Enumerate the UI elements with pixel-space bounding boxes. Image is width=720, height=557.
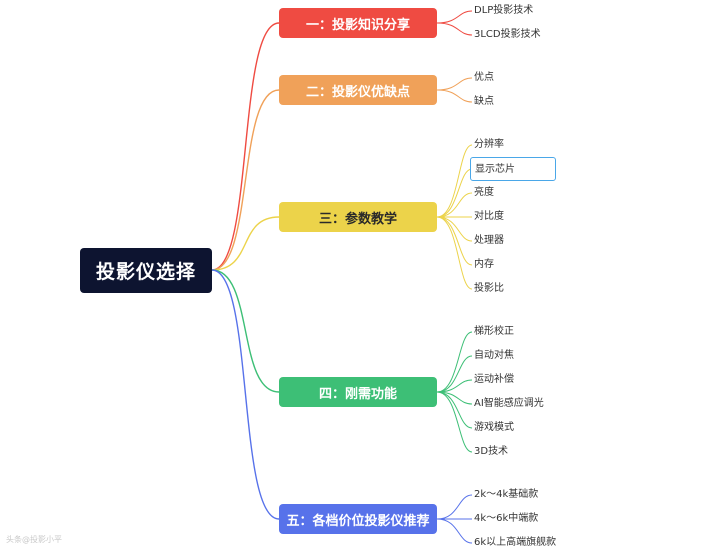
leaf-throw-ratio[interactable]: 投影比 [474,283,504,294]
branch-node-recommendations[interactable]: 五：各档价位投影仪推荐 [279,504,437,534]
leaf-dlp[interactable]: DLP投影技术 [474,5,534,16]
leaf-memory[interactable]: 内存 [474,259,494,270]
leaf-autofocus[interactable]: 自动对焦 [474,350,514,361]
leaf-display-chip[interactable]: 显示芯片 [470,157,556,181]
leaf-brightness[interactable]: 亮度 [474,187,494,198]
leaf-cons[interactable]: 缺点 [474,96,494,107]
branch-node-knowledge[interactable]: 一：投影知识分享 [279,8,437,38]
watermark: 头条@投影小平 [6,535,62,544]
leaf-ai-dimming[interactable]: AI智能感应调光 [474,398,544,409]
leaf-pros[interactable]: 优点 [474,72,494,83]
leaf-resolution[interactable]: 分辨率 [474,139,504,150]
leaf-flagship-model[interactable]: 6k以上高端旗舰款 [474,537,557,548]
branch-node-pros-cons[interactable]: 二：投影仪优缺点 [279,75,437,105]
leaf-keystone[interactable]: 梯形校正 [474,326,514,337]
leaf-3d[interactable]: 3D技术 [474,446,509,457]
leaf-mid-model[interactable]: 4k～6k中端款 [474,513,539,524]
leaf-game-mode[interactable]: 游戏模式 [474,422,514,433]
leaf-entry-model[interactable]: 2k～4k基础款 [474,489,539,500]
leaf-motion-comp[interactable]: 运动补偿 [474,374,514,385]
branch-node-essential-features[interactable]: 四：刚需功能 [279,377,437,407]
leaf-processor[interactable]: 处理器 [474,235,504,246]
leaf-contrast[interactable]: 对比度 [474,211,504,222]
branch-node-parameters[interactable]: 三：参数教学 [279,202,437,232]
leaf-3lcd[interactable]: 3LCD投影技术 [474,29,541,40]
root-node[interactable]: 投影仪选择 [80,248,212,293]
